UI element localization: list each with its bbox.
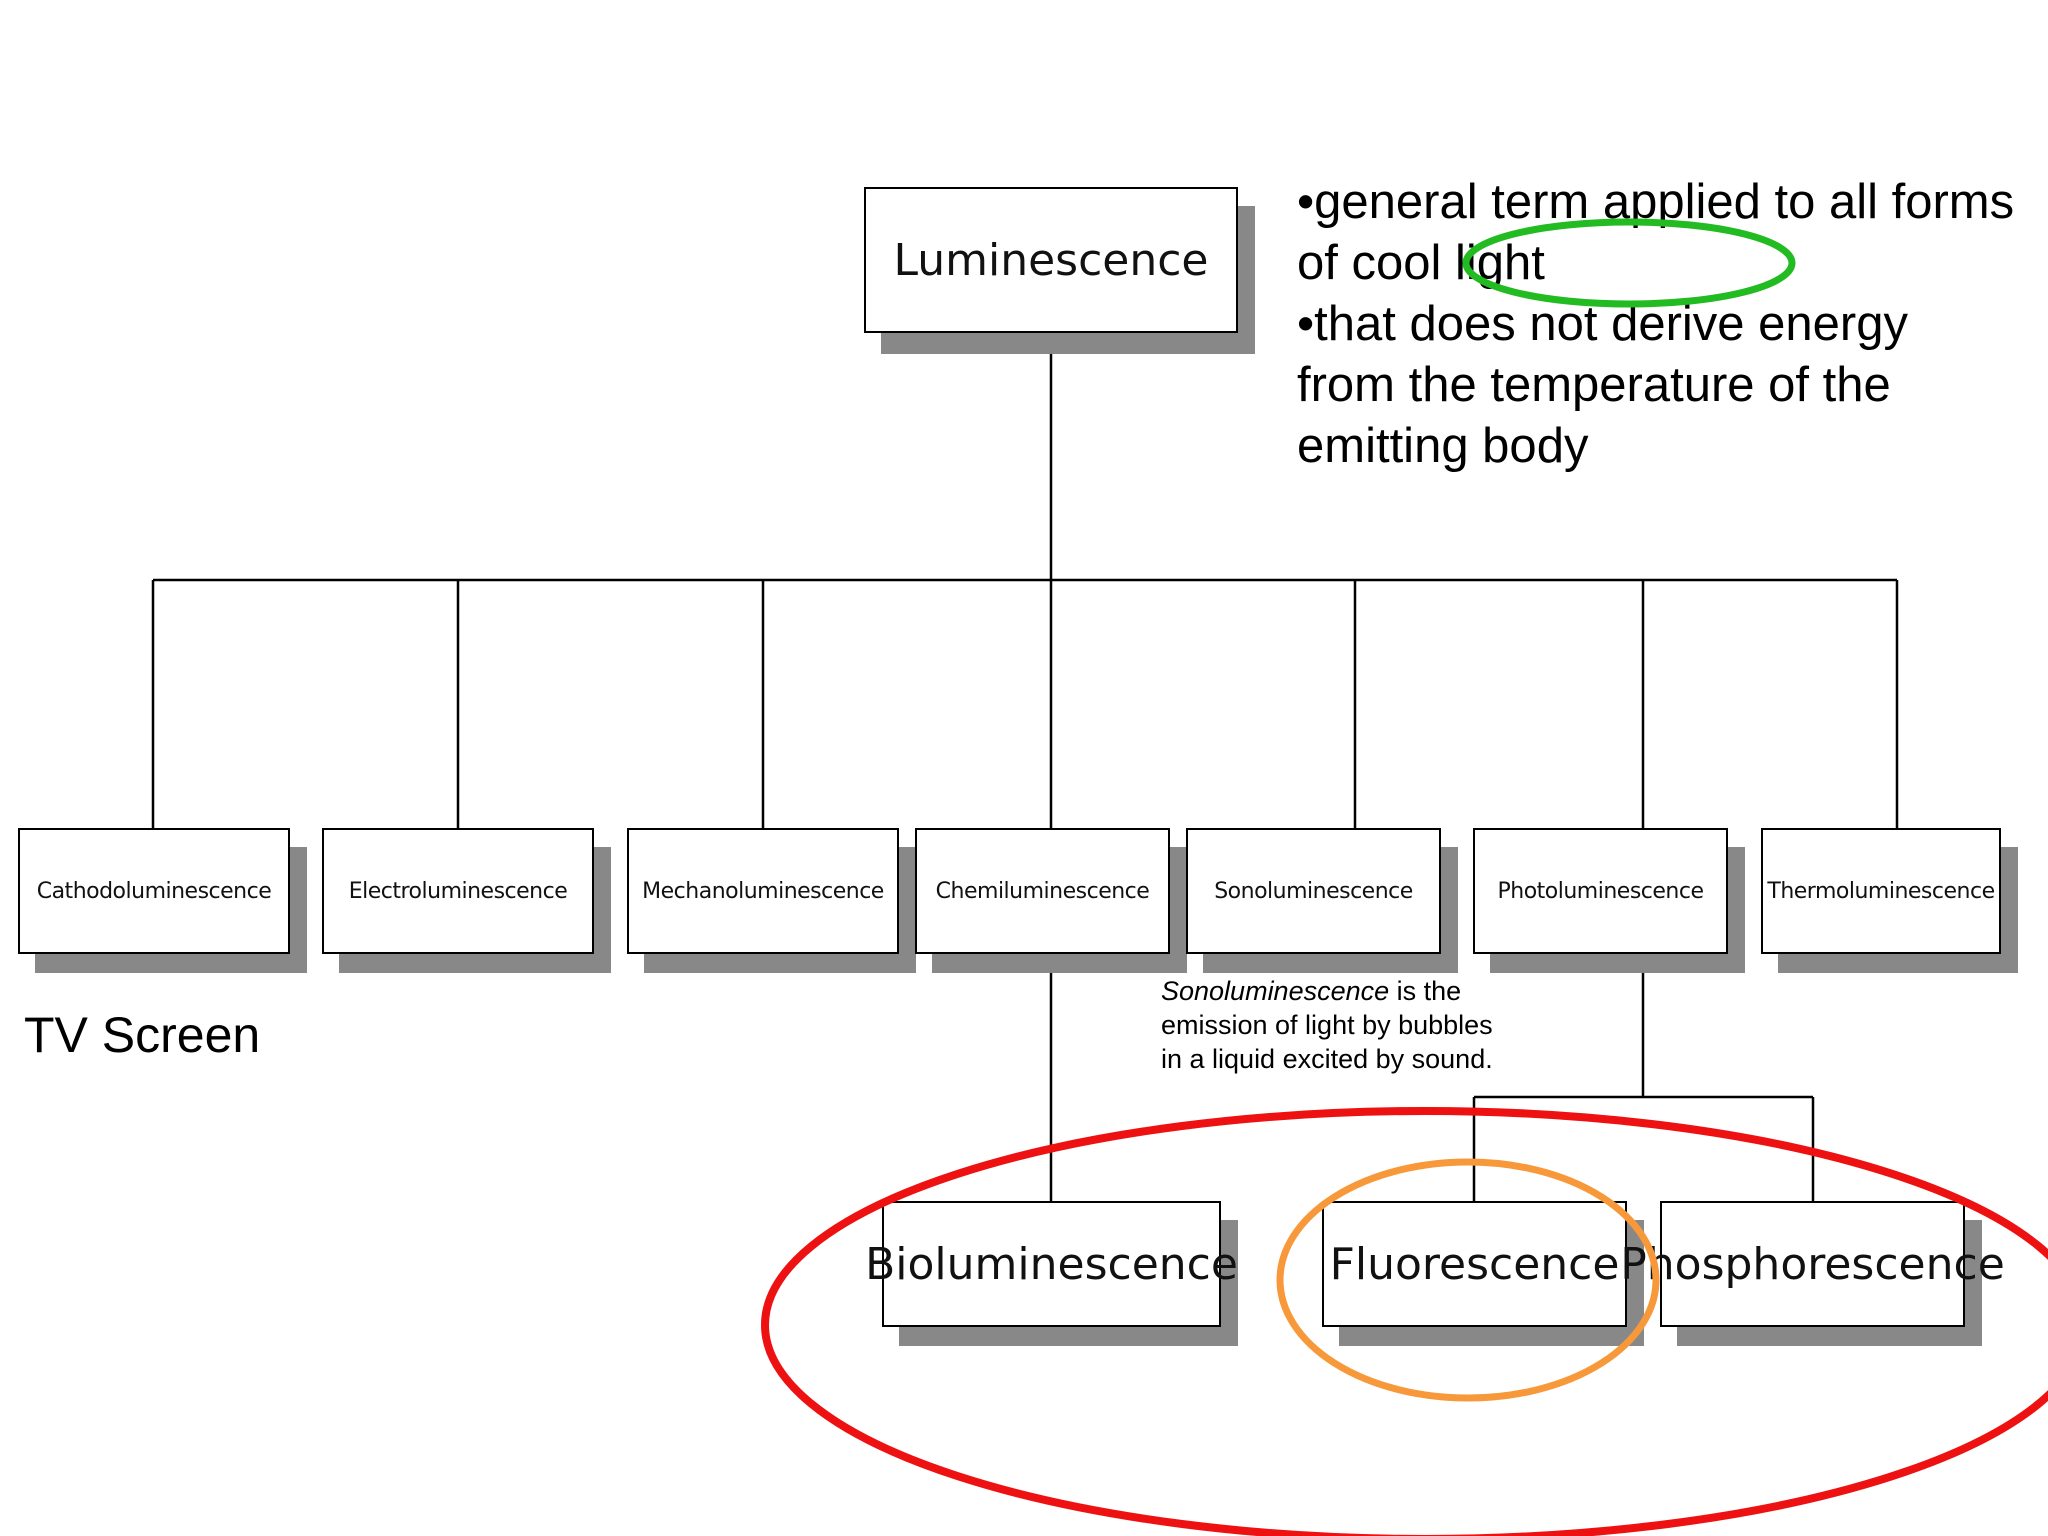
thermoluminescence-box: Thermoluminescence [1761, 828, 2001, 954]
chemiluminescence-label: Chemiluminescence [935, 878, 1150, 904]
photoluminescence-label: Photoluminescence [1497, 878, 1705, 904]
phosphorescence-box: Phosphorescence [1620, 1201, 2005, 1327]
cathodoluminescence-box: Cathodoluminescence [18, 828, 290, 954]
bioluminescence-label: Bioluminescence [865, 1238, 1238, 1290]
luminescence-label: Luminescence [893, 234, 1209, 286]
sonoluminescence-term: Sonoluminescence [1161, 976, 1390, 1006]
photoluminescence-box: Photoluminescence [1473, 828, 1728, 954]
sonoluminescence-box: Sonoluminescence [1186, 828, 1441, 954]
sonoluminescence-description: is the emission of light by bubbles in a… [1161, 976, 1493, 1074]
fluorescence-box: Fluorescence [1322, 1201, 1627, 1327]
luminescence-box: Luminescence [864, 187, 1238, 333]
definition-line-2: •that does not derive energy from the te… [1297, 297, 1908, 473]
mechanoluminescence-box: Mechanoluminescence [627, 828, 899, 954]
cathodoluminescence-label: Cathodoluminescence [36, 878, 272, 904]
electroluminescence-box: Electroluminescence [322, 828, 594, 954]
electroluminescence-label: Electroluminescence [348, 878, 568, 904]
definition-line-1: •general term applied to all forms of co… [1297, 175, 2015, 290]
phosphorescence-label: Phosphorescence [1620, 1238, 2005, 1290]
chemiluminescence-box: Chemiluminescence [915, 828, 1170, 954]
sonoluminescence-label: Sonoluminescence [1214, 878, 1413, 904]
sonoluminescence-note: Sonoluminescence is the emission of ligh… [1161, 974, 1521, 1076]
fluorescence-label: Fluorescence [1329, 1238, 1620, 1290]
thermoluminescence-label: Thermoluminescence [1767, 878, 1995, 904]
mechanoluminescence-label: Mechanoluminescence [642, 878, 884, 904]
bioluminescence-box: Bioluminescence [865, 1201, 1238, 1327]
luminescence-definition: •general term applied to all forms of co… [1297, 172, 2017, 477]
tv-screen-label: TV Screen [24, 1007, 261, 1063]
